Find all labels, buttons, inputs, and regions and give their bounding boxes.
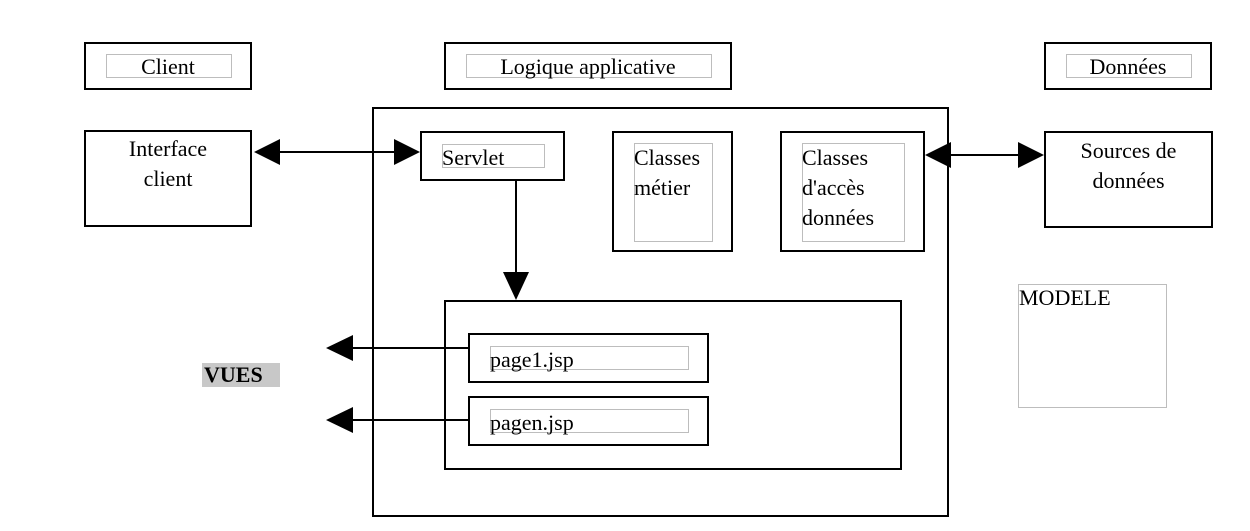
page-jsp-label: page1.jsp	[490, 347, 574, 372]
servlet-label: Servlet	[442, 145, 505, 170]
tier-header-logic: Logique applicative	[444, 42, 732, 90]
views-label: VUES	[202, 363, 280, 387]
business-classes-label: Classes métier	[634, 145, 700, 200]
tier-label-logic: Logique applicative	[500, 54, 676, 79]
tier-header-client: Client	[84, 42, 252, 90]
tier-label-data: Données	[1089, 54, 1167, 79]
tier-header-data: Données	[1044, 42, 1212, 90]
client-interface-label: Interface client	[128, 136, 208, 191]
data-sources-label: Sources de données	[1080, 138, 1177, 193]
page-jsp-box: pagen.jsp	[468, 396, 709, 446]
business-classes-box: Classes métier	[612, 131, 733, 252]
page-jsp-box: page1.jsp	[468, 333, 709, 383]
data-access-classes-label: Classes d'accès données	[802, 145, 875, 230]
client-interface-box: Interface client	[84, 130, 252, 227]
model-label: MODELE	[1019, 285, 1111, 310]
data-access-classes-box: Classes d'accès données	[780, 131, 925, 252]
tier-label-client: Client	[141, 54, 195, 79]
servlet-box: Servlet	[420, 131, 565, 181]
data-sources-box: Sources de données	[1044, 131, 1213, 228]
model-label-box: MODELE	[1018, 284, 1167, 408]
page-jsp-label: pagen.jsp	[490, 410, 574, 435]
